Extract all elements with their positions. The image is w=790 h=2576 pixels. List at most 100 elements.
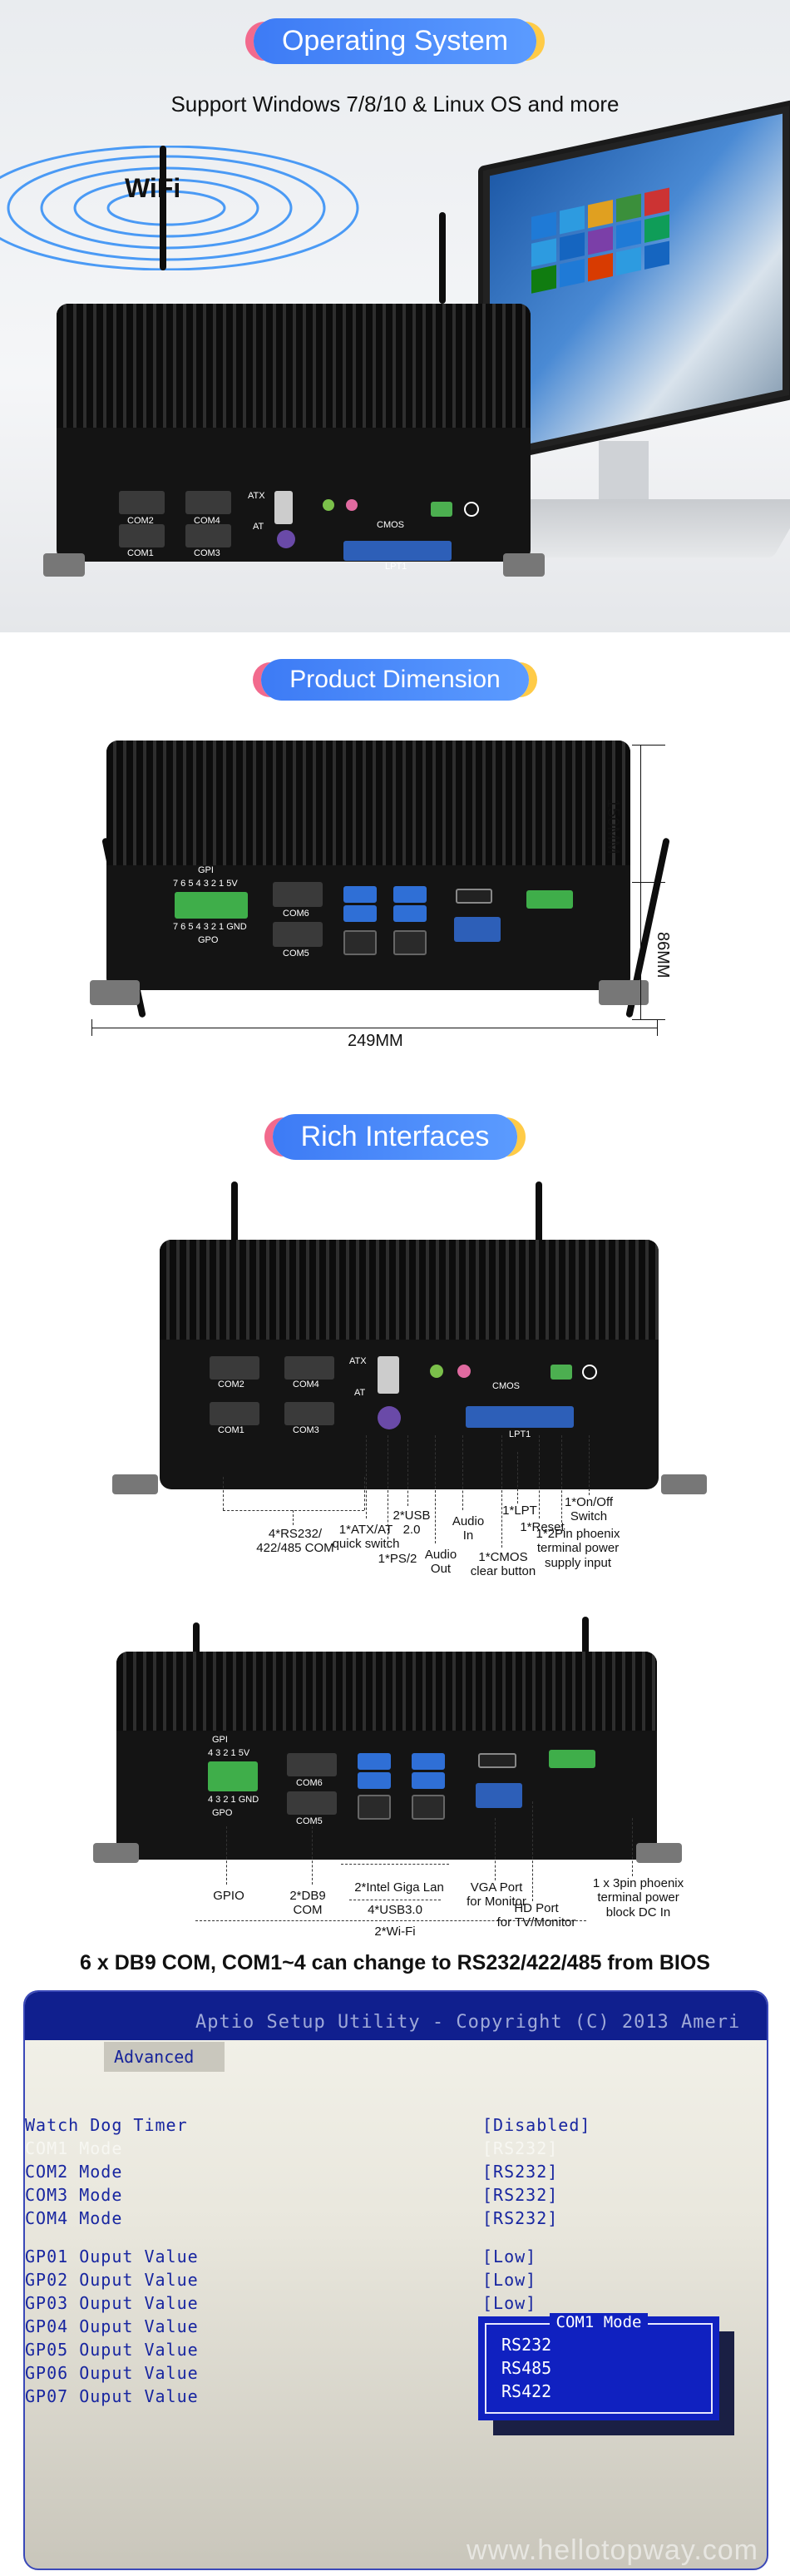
mini-pc-dimension: GPI 7 6 5 4 3 2 1 5V 7 6 5 4 3 2 1 GND G… [106, 741, 630, 990]
bios-setting-label[interactable]: COM1 Mode [25, 2138, 123, 2158]
dimension-section: Product Dimension GPI 7 6 5 4 3 2 1 5V 7… [0, 632, 790, 1102]
port-label-atx: ATX [349, 1356, 367, 1366]
antenna-left [160, 146, 166, 270]
popup-option-rs232[interactable]: RS232 [501, 2335, 552, 2355]
callout-leader [517, 1452, 518, 1503]
bios-setting-value[interactable]: [RS232] [482, 2162, 559, 2182]
antenna-right [439, 212, 446, 304]
callout-wifi: 2*Wi-Fi [358, 1925, 432, 1939]
com-port-1 [210, 1402, 259, 1425]
callout-leader [341, 1864, 449, 1865]
bios-setting-value[interactable]: [Low] [482, 2293, 537, 2313]
watermark: www.hellotopway.com [467, 2534, 758, 2566]
bios-setting-value[interactable]: [Low] [482, 2270, 537, 2290]
bios-setting-label[interactable]: GP01 Ouput Value [25, 2247, 199, 2266]
callout-text: 2*DB9 COM [289, 1889, 326, 1918]
bios-setting-label[interactable]: GP02 Ouput Value [25, 2270, 199, 2290]
com-port-6 [273, 882, 323, 907]
bios-setting-label[interactable]: GP07 Ouput Value [25, 2386, 199, 2406]
gpio-label-gpi: GPI [212, 1735, 228, 1745]
bios-setting-value[interactable]: [RS232] [482, 2185, 559, 2205]
port-label-com2: COM2 [127, 516, 154, 526]
bios-setting-label[interactable]: COM3 Mode [25, 2185, 123, 2205]
callout-leader [226, 1826, 227, 1885]
popup-option-rs422[interactable]: RS422 [501, 2381, 552, 2401]
usb3-port-4 [412, 1772, 445, 1789]
callout-leader [195, 1920, 586, 1921]
callout-audio-in: Audio In [447, 1514, 489, 1543]
wifi-label: WiFi [125, 173, 181, 203]
port-label-cmos: CMOS [377, 520, 404, 530]
callout-lpt: 1*LPT [495, 1503, 545, 1518]
com-port-1 [119, 524, 165, 547]
vga-port [454, 917, 501, 942]
bios-setting-label[interactable]: GP05 Ouput Value [25, 2340, 199, 2360]
com-port-4 [185, 491, 231, 514]
callout-text: 1*CMOS clear button [470, 1550, 536, 1579]
bios-setting-value[interactable]: [RS232] [482, 2138, 559, 2158]
callout-leader [589, 1435, 590, 1495]
callout-leader [532, 1801, 533, 1901]
dc-terminal [526, 890, 573, 909]
callout-bracket-com [223, 1510, 364, 1511]
mount-foot-right [503, 553, 545, 577]
port-label-com5: COM5 [296, 1816, 323, 1826]
callout-text: 4*RS232/ 422/485 COM [256, 1527, 334, 1556]
ps2-port [378, 1406, 401, 1429]
callout-audio-out: Audio Out [420, 1548, 462, 1577]
mount-foot-left [90, 980, 140, 1005]
bios-setting-value[interactable]: [RS232] [482, 2208, 559, 2228]
gpio-label-gpo: GPO [198, 935, 219, 945]
mini-pc-front: COM2 COM4 COM1 COM3 ATX AT CMOS LPT1 [57, 304, 531, 572]
usb3-port-2 [358, 1772, 391, 1789]
callout-ps2: 1*PS/2 [373, 1552, 422, 1566]
mini-pc-rear: GPI 4 3 2 1 5V 4 3 2 1 GND GPO COM6 COM5 [116, 1652, 657, 1860]
os-banner-wrap: Operating System [0, 18, 790, 64]
height-dimension-tick-top [632, 745, 665, 746]
callout-leader [366, 1435, 367, 1518]
depth-label: 86MM [654, 932, 672, 978]
bios-setting-label[interactable]: Watch Dog Timer [25, 2115, 188, 2135]
bios-setting-label[interactable]: GP04 Ouput Value [25, 2316, 199, 2336]
bios-setting-value[interactable]: [Disabled] [482, 2115, 591, 2135]
audio-in-jack [457, 1365, 471, 1378]
callout-leader [435, 1435, 436, 1543]
bios-setting-label[interactable]: GP03 Ouput Value [25, 2293, 199, 2313]
callout-leader [223, 1477, 224, 1510]
callout-leader [462, 1435, 463, 1510]
port-label-com1: COM1 [218, 1425, 244, 1435]
dimension-banner-wrap: Product Dimension [0, 659, 790, 701]
port-label-com1: COM1 [127, 548, 154, 558]
tab-advanced[interactable]: Advanced [104, 2042, 225, 2072]
callout-db9-com: 2*DB9 COM [274, 1889, 341, 1918]
usb3-port-2 [343, 905, 377, 922]
com-port-3 [284, 1402, 334, 1425]
port-label-cmos: CMOS [492, 1381, 520, 1391]
bios-setting-label[interactable]: GP06 Ouput Value [25, 2363, 199, 2383]
popup-option-rs485[interactable]: RS485 [501, 2358, 552, 2378]
bios-setting-label[interactable]: COM2 Mode [25, 2162, 123, 2182]
callout-atx-switch: 1*ATX/AT quick switch [320, 1523, 412, 1552]
wifi-signal-icon [0, 146, 359, 270]
mount-foot-right [661, 1474, 707, 1494]
callout-text: 1*Reset [520, 1520, 565, 1534]
com1-mode-popup[interactable]: COM1 Mode RS232 RS485 RS422 [478, 2313, 719, 2420]
audio-out-jack [430, 1365, 443, 1378]
port-label-com2: COM2 [218, 1380, 244, 1390]
width-dimension-tick-right [657, 1019, 658, 1036]
bios-setting-value[interactable]: [Low] [482, 2247, 537, 2266]
callout-dc-in: 1 x 3pin phoenix terminal power block DC… [582, 1876, 694, 1920]
usb3-port-1 [358, 1753, 391, 1770]
gpio-terminal-block [175, 892, 248, 919]
com-port-5 [287, 1791, 337, 1815]
bios-setting-label[interactable]: COM4 Mode [25, 2208, 123, 2228]
antenna-right [536, 1181, 542, 1256]
callout-text: 2*Wi-Fi [374, 1925, 416, 1939]
callout-text: VGA Port for Monitor [467, 1880, 526, 1910]
heatsink-fins [106, 741, 630, 865]
usb3-port-3 [393, 886, 427, 903]
dimension-banner: Product Dimension [261, 659, 529, 701]
hdmi-port [478, 1753, 516, 1768]
callout-text: 2*USB 2.0 [393, 1508, 431, 1538]
gpio-pin-labels-top: 7 6 5 4 3 2 1 5V [173, 879, 238, 889]
